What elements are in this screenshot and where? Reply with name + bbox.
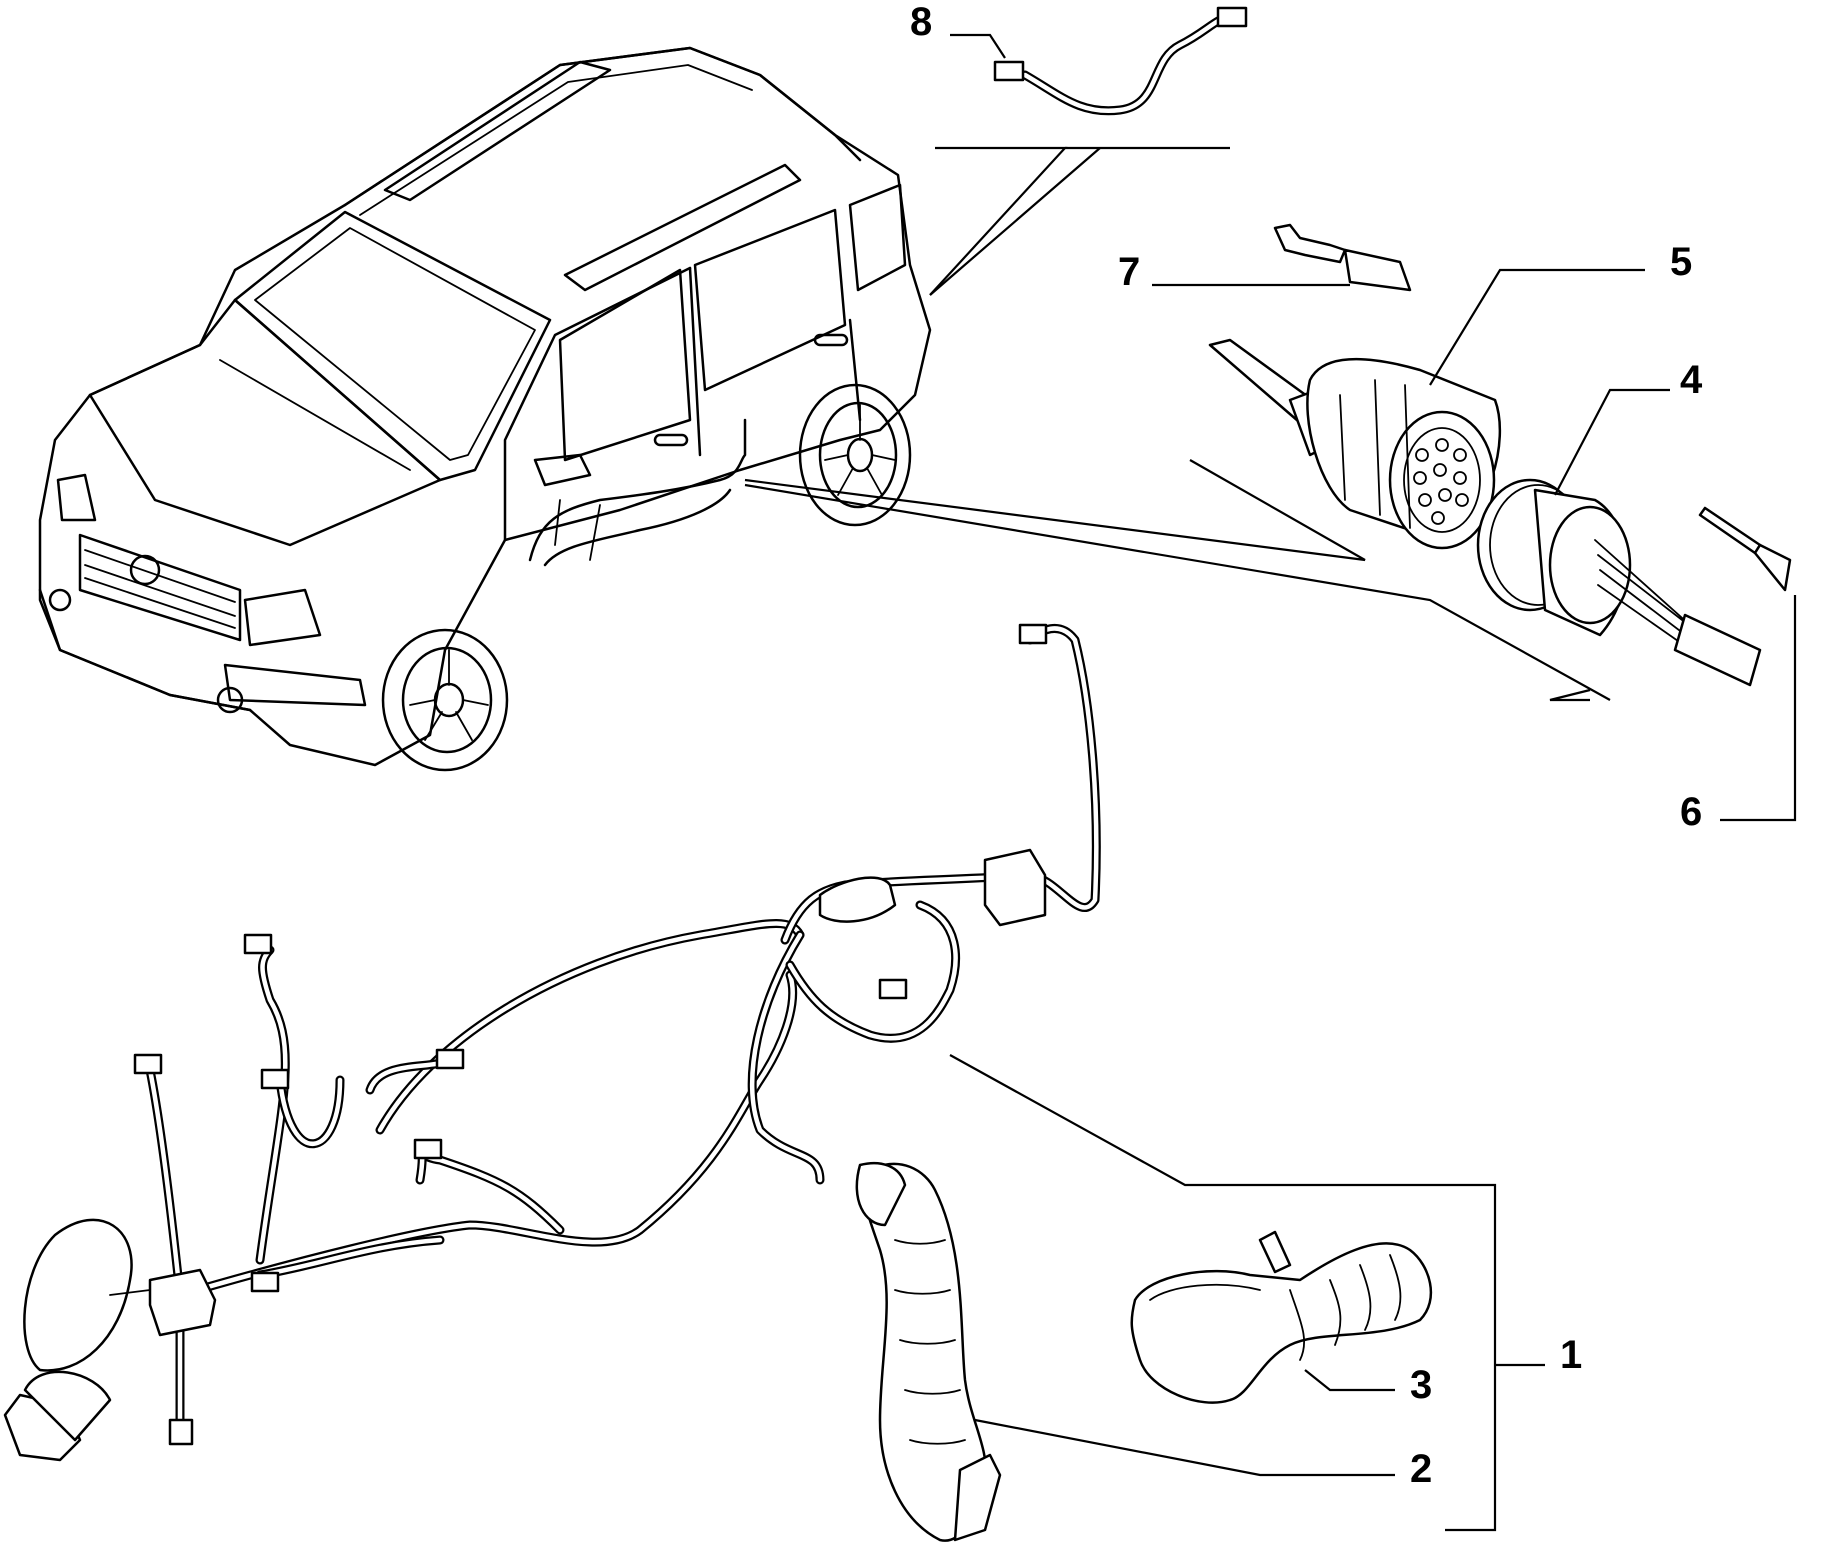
part-2-protective-sleeve <box>855 1161 1002 1542</box>
part-5-round-connector <box>1208 338 1502 550</box>
callout-2: 2 <box>1410 1447 1432 1491</box>
part-4-mating-connector <box>1476 478 1762 687</box>
callout-labels: 1 2 3 4 5 6 7 8 <box>910 0 1703 1491</box>
part-3-rubber-boot <box>1130 1230 1433 1404</box>
callout-4: 4 <box>1680 358 1703 402</box>
part-7-terminal <box>1273 223 1412 292</box>
callout-7: 7 <box>1118 250 1140 294</box>
part-8-wire-lead <box>993 6 1248 116</box>
callout-8: 8 <box>910 0 932 44</box>
callout-1: 1 <box>1560 1333 1582 1377</box>
callout-3: 3 <box>1410 1363 1432 1407</box>
car-illustration <box>38 46 932 772</box>
main-harness <box>3 623 1101 1462</box>
leader-lines <box>744 146 1611 701</box>
part-6-pin-terminal <box>1698 506 1792 592</box>
callout-5: 5 <box>1670 240 1692 284</box>
callout-leaders <box>949 33 1797 1532</box>
callout-6: 6 <box>1680 790 1702 834</box>
connector-5-pins <box>1413 438 1469 525</box>
